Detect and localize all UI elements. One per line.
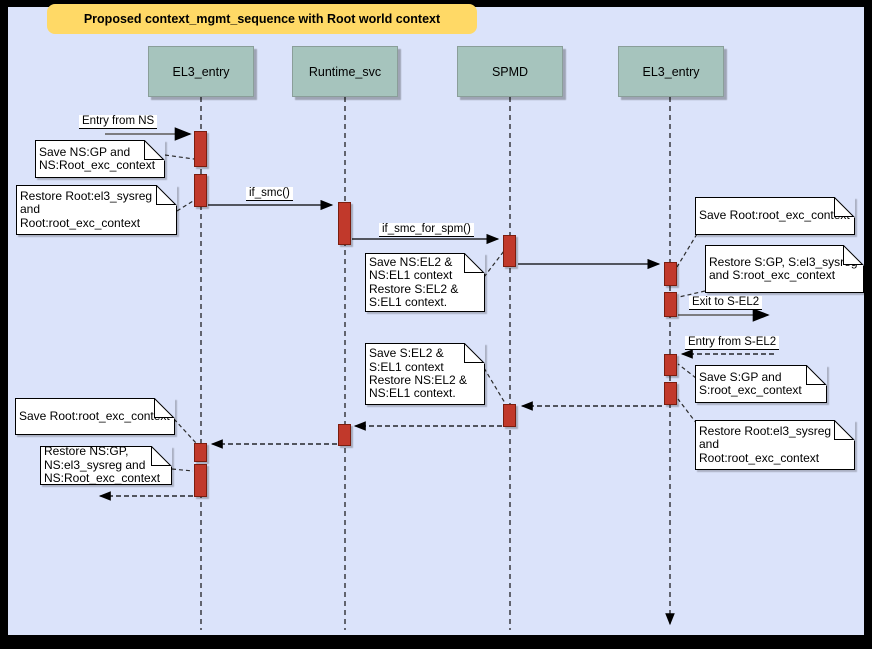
folded-corner-icon bbox=[834, 197, 855, 218]
note-connector bbox=[677, 363, 697, 379]
note-save-ns-el2: Save NS:EL2 & NS:EL1 context Restore S:E… bbox=[365, 253, 485, 312]
activation-bar bbox=[194, 443, 207, 462]
note-connector bbox=[171, 468, 194, 472]
note-save-s-el2: Save S:EL2 & S:EL1 context Restore NS:EL… bbox=[365, 343, 485, 405]
note-text: Save Root:root_exc_context bbox=[19, 408, 170, 423]
actor-label: Runtime_svc bbox=[308, 64, 382, 79]
note-restore-root-left: Restore Root:el3_sysreg and Root:root_ex… bbox=[16, 185, 177, 235]
actor-runtime-svc: Runtime_svc bbox=[292, 46, 398, 97]
message-arrows bbox=[98, 127, 774, 501]
activation-bar bbox=[503, 404, 516, 427]
message-label-if-smc: if_smc() bbox=[246, 187, 293, 201]
note-connectors bbox=[164, 154, 706, 472]
note-text: Save Root:root_exc_context bbox=[699, 208, 850, 223]
folded-corner-icon bbox=[151, 446, 172, 467]
message-label-if-smc-for-spm: if_smc_for_spm() bbox=[379, 223, 474, 237]
note-text: Restore NS:GP, NS:el3_sysreg and NS:Root… bbox=[44, 444, 161, 486]
folded-corner-icon bbox=[156, 185, 177, 206]
actor-spmd: SPMD bbox=[457, 46, 563, 97]
note-restore-root-right: Restore Root:el3_sysreg and Root:root_ex… bbox=[695, 420, 855, 470]
activation-bar bbox=[194, 464, 207, 497]
message-label-entry-from-s-el2: Entry from S-EL2 bbox=[685, 336, 780, 350]
diagram-title: Proposed context_mgmt_sequence with Root… bbox=[47, 4, 477, 34]
note-text: Restore Root:el3_sysreg and Root:root_ex… bbox=[20, 188, 153, 230]
activation-bar bbox=[194, 174, 207, 207]
note-connector bbox=[173, 418, 197, 444]
note-text: Save NS:GP and NS:Root_exc_context bbox=[39, 144, 156, 172]
note-connector bbox=[176, 200, 194, 212]
note-connector bbox=[483, 367, 506, 404]
activation-bar bbox=[338, 202, 351, 245]
note-connector bbox=[678, 290, 706, 298]
note-text: Restore Root:el3_sysreg and Root:root_ex… bbox=[699, 423, 832, 465]
note-save-root-exc-left: Save Root:root_exc_context bbox=[15, 398, 175, 435]
actor-el3-entry-right: EL3_entry bbox=[618, 46, 724, 97]
folded-corner-icon bbox=[834, 420, 855, 441]
message-label-entry-from-ns: Entry from NS bbox=[79, 115, 158, 129]
note-connector bbox=[164, 154, 195, 160]
diagram-canvas bbox=[8, 7, 864, 635]
folded-corner-icon bbox=[144, 140, 165, 161]
message-label-exit-to-s-el2: Exit to S-EL2 bbox=[689, 296, 763, 310]
folded-corner-icon bbox=[464, 343, 485, 364]
folded-corner-icon bbox=[806, 365, 827, 386]
folded-corner-icon bbox=[843, 245, 864, 266]
actor-label: EL3_entry bbox=[642, 64, 700, 79]
actor-label: SPMD bbox=[491, 64, 529, 79]
folded-corner-icon bbox=[154, 398, 175, 419]
activation-bar bbox=[503, 235, 516, 267]
note-restore-ns-gp: Restore NS:GP, NS:el3_sysreg and NS:Root… bbox=[40, 444, 172, 486]
folded-corner-icon bbox=[464, 253, 485, 274]
note-text: Save S:GP and S:root_exc_context bbox=[699, 369, 802, 397]
note-text: Restore S:GP, S:el3_sysreg and S:root_ex… bbox=[709, 254, 858, 282]
actor-label: EL3_entry bbox=[172, 64, 230, 79]
activation-bar bbox=[194, 131, 207, 167]
activation-bar bbox=[664, 354, 677, 376]
actor-el3-entry-left: EL3_entry bbox=[148, 46, 254, 97]
note-text: Save S:EL2 & S:EL1 context Restore NS:EL… bbox=[369, 346, 468, 401]
activation-bar bbox=[664, 292, 677, 317]
note-connector bbox=[483, 250, 505, 278]
note-connector bbox=[676, 233, 698, 268]
note-restore-s-gp: Restore S:GP, S:el3_sysreg and S:root_ex… bbox=[705, 245, 864, 293]
note-save-ns-gp: Save NS:GP and NS:Root_exc_context bbox=[35, 140, 165, 178]
note-text: Save NS:EL2 & NS:EL1 context Restore S:E… bbox=[369, 254, 459, 309]
activation-bar bbox=[664, 382, 677, 405]
note-save-s-gp: Save S:GP and S:root_exc_context bbox=[695, 365, 827, 403]
activation-bar bbox=[338, 424, 351, 446]
note-save-root-exc-right: Save Root:root_exc_context bbox=[695, 197, 855, 235]
note-connector bbox=[677, 398, 698, 425]
activation-bar bbox=[664, 262, 677, 286]
